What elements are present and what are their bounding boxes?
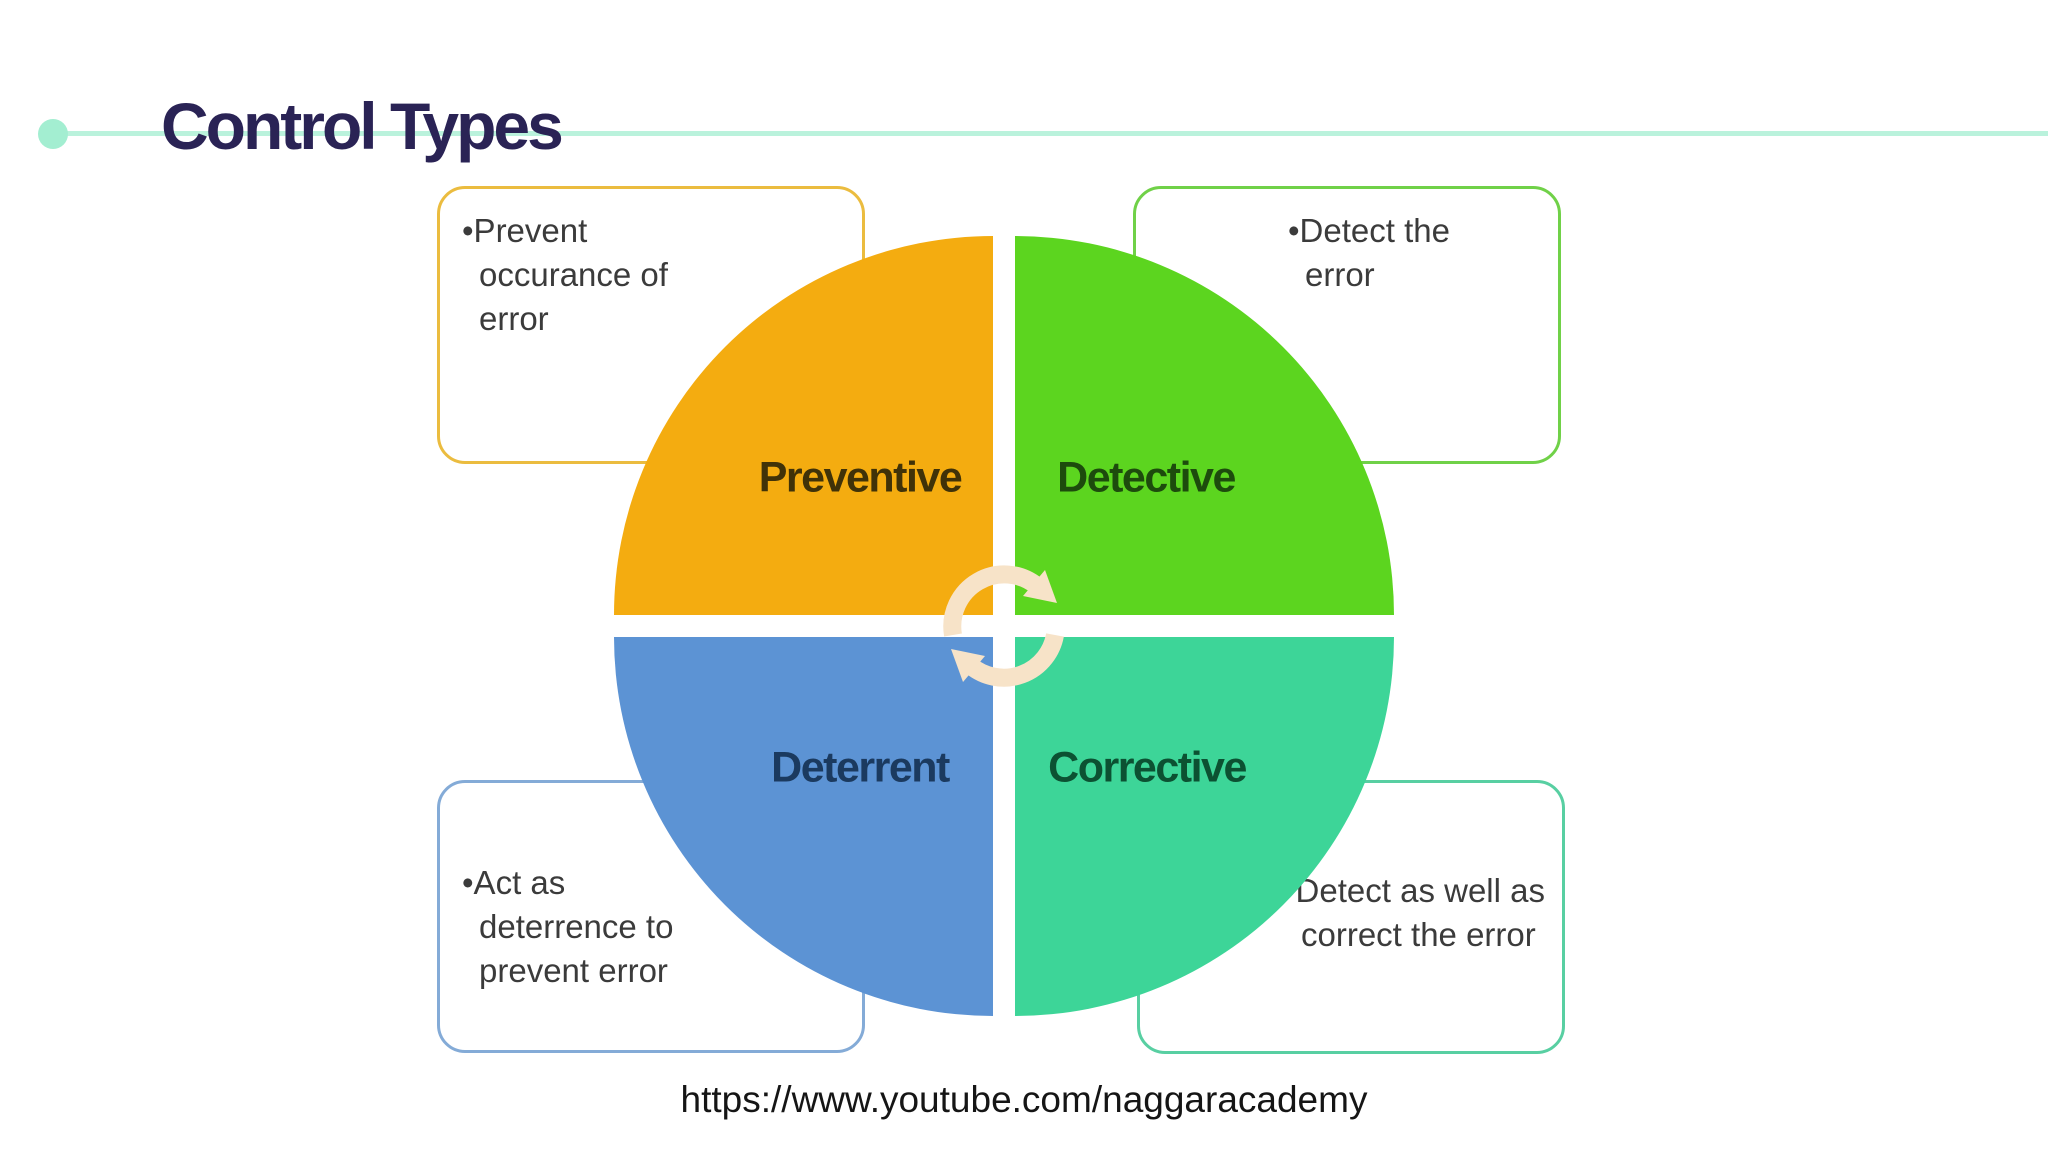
callout-corrective-text: •Detect as well as correct the error [1284,872,1545,953]
callout-preventive-text: •Prevent occurance of error [462,212,668,337]
title-accent-dot [38,119,68,149]
quadrant-label-detective: Detective [1057,453,1236,502]
callout-deterrent-text: •Act as deterrence to prevent error [462,864,674,989]
footer-url: https://www.youtube.com/naggaracademy [680,1079,1368,1120]
quadrant-label-deterrent: Deterrent [771,743,950,792]
page-title: Control Types [161,89,564,163]
title-accent-line [52,131,2048,136]
quadrant-label-preventive: Preventive [758,453,963,502]
callout-detective-text: •Detect the error [1288,212,1450,293]
cycle-arrows-icon [934,556,1074,696]
quadrant-label-corrective: Corrective [1048,743,1247,792]
